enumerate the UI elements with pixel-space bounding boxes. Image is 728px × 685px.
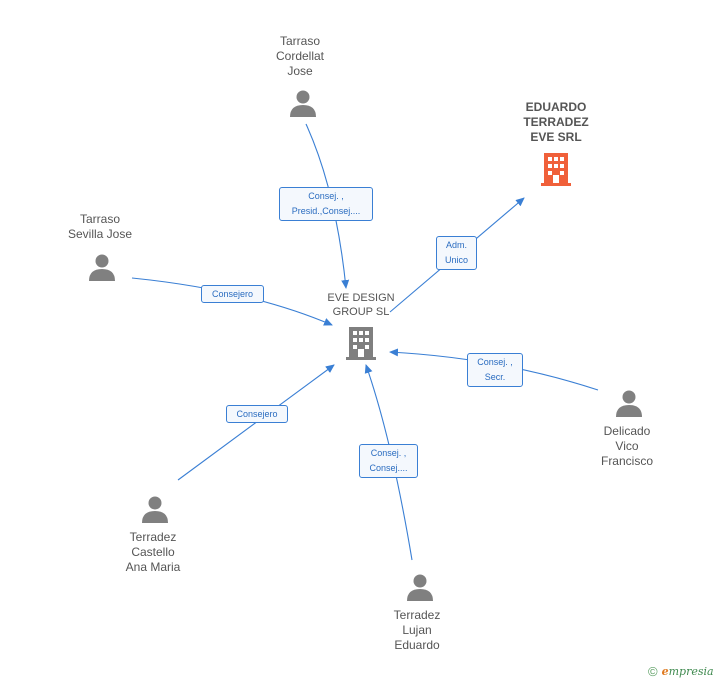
- node-label-person[interactable]: Terradez Lujan Eduardo: [393, 608, 441, 652]
- person-icon: [89, 254, 115, 281]
- person-icon: [290, 90, 316, 117]
- edge-label[interactable]: Consej. , Consej....: [359, 444, 418, 478]
- building-icon: [541, 153, 571, 186]
- node-label-person[interactable]: Terradez Castello Ana Maria: [125, 530, 181, 574]
- node-label-person[interactable]: Delicado Vico Francisco: [600, 424, 653, 468]
- brand-footer: © empresia: [648, 664, 714, 679]
- person-icon: [616, 390, 642, 417]
- node-label-center[interactable]: EVE DESIGN GROUP SL: [327, 292, 395, 318]
- brand-logo: empresia: [661, 665, 714, 678]
- edge-label[interactable]: Consejero: [226, 405, 288, 423]
- edge-label[interactable]: Consejero: [201, 285, 264, 303]
- building-icon: [346, 327, 376, 360]
- edge-label[interactable]: Adm. Unico: [436, 236, 477, 270]
- edge-label[interactable]: Consej. , Secr.: [467, 353, 523, 387]
- edge-label[interactable]: Consej. , Presid.,Consej....: [279, 187, 373, 221]
- person-icon: [142, 496, 168, 523]
- node-label-person[interactable]: Tarraso Cordellat Jose: [275, 34, 325, 78]
- copyright-symbol: ©: [648, 664, 658, 679]
- node-label-person[interactable]: Tarraso Sevilla Jose: [67, 212, 133, 241]
- node-label-company[interactable]: EDUARDO TERRADEZ EVE SRL: [523, 100, 589, 144]
- person-icon: [407, 574, 433, 601]
